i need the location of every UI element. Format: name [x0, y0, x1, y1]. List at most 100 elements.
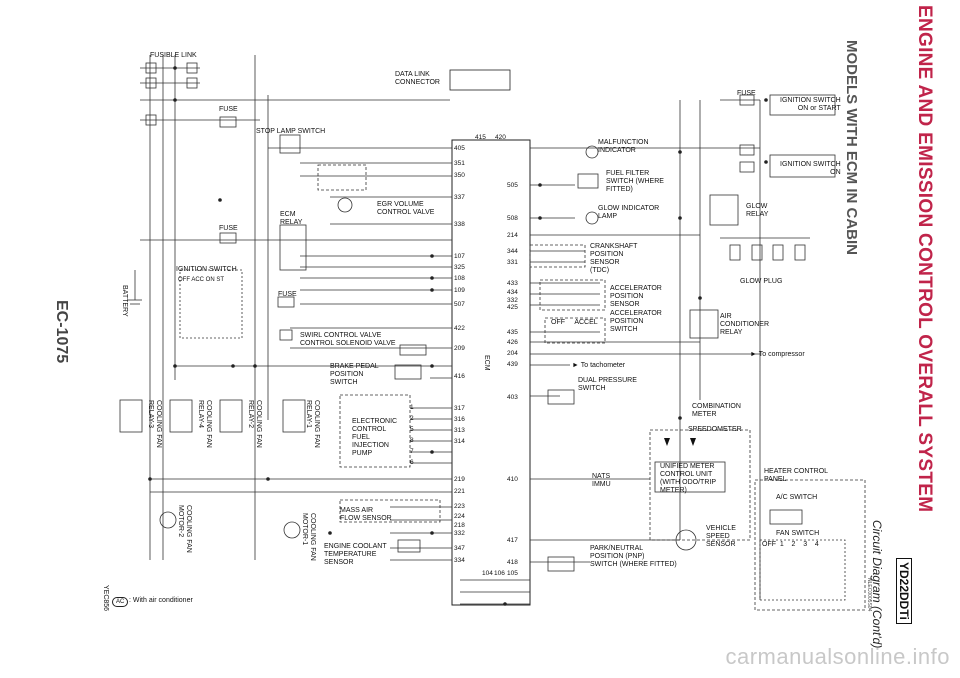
data-link-connector-shape [449, 69, 511, 91]
coolant-temp-label: ENGINE COOLANT TEMPERATURE SENSOR [324, 543, 387, 566]
stop-lamp-switch-label: STOP LAMP SWITCH [256, 128, 326, 135]
dual-pressure-switch-label: DUAL PRESSURE SWITCH [578, 377, 637, 392]
ecm-pin-r-204: 204 [507, 350, 518, 357]
ignition-positions: OFF ACC ON ST [178, 277, 225, 283]
ecm-pin-r-403: 403 [507, 394, 518, 401]
fuse-label-3: FUSE [278, 291, 297, 298]
pump-terminal-5: 5 [410, 426, 414, 433]
ac-switch-label: A/C SWITCH [776, 494, 818, 501]
data-link-connector-label: DATA LINK CONNECTOR [395, 71, 440, 86]
accel-sensor-label: ACCELERATOR POSITION SENSOR [610, 285, 662, 308]
ecm-pin-r-214: 214 [507, 232, 518, 239]
battery-label: BATTERY [121, 285, 128, 317]
ecm-pin-351: 351 [454, 160, 465, 167]
fusible-link-label: FUSIBLE LINK [150, 52, 197, 59]
legend-ac-badge: AC [112, 597, 129, 607]
unified-meter-label: UNIFIED METER CONTROL UNIT (WITH ODO/TRI… [660, 463, 716, 494]
ecm-pin-224: 224 [454, 513, 465, 520]
ecm-pin-r-435: 435 [507, 329, 518, 336]
ecm-pin-107: 107 [454, 253, 465, 260]
to-compressor-label: ► To compressor [750, 351, 805, 358]
swirl-valve-label: SWIRL CONTROL VALVE CONTROL SOLENOID VAL… [300, 332, 396, 347]
ecm-pin-219: 219 [454, 476, 465, 483]
ecm-pin-r-344: 344 [507, 248, 518, 255]
continuation-label: Circuit Diagram (Cont'd) [870, 520, 884, 649]
ecm-pin-347: 347 [454, 545, 465, 552]
ecm-pin-314: 314 [454, 438, 465, 445]
model-badge: YD22DDTi [896, 558, 912, 624]
glow-plug-label: GLOW PLUG [740, 278, 783, 285]
ecm-pin-209: 209 [454, 345, 465, 352]
accel-switch-states: OFF ACCEL [551, 319, 598, 326]
cooling-fan-relay-2-label: COOLING FAN RELAY-2 [247, 400, 262, 448]
pump-terminal-7: 7 [410, 448, 414, 455]
cooling-fan-motor-1-label: COOLING FAN MOTOR-1 [301, 513, 316, 561]
fuse-label-2: FUSE [219, 225, 238, 232]
ecm-pin-r-426: 426 [507, 339, 518, 346]
cooling-fan-relay-4-label: COOLING FAN RELAY-4 [197, 400, 212, 448]
pnp-switch-label: PARK/NEUTRAL POSITION (PNP) SWITCH (WHER… [590, 545, 677, 568]
ecm-pin-223: 223 [454, 503, 465, 510]
fuel-filter-switch-label: FUEL FILTER SWITCH (WHERE FITTED) [606, 170, 664, 193]
ecm-pin-109: 109 [454, 287, 465, 294]
ecm-pin-108: 108 [454, 275, 465, 282]
nats-immu-label: NATS IMMU [592, 473, 611, 488]
fan-switch-label: FAN SWITCH [776, 530, 820, 537]
legend-text: : With air conditioner [129, 597, 193, 604]
watermark: carmanualsonline.info [725, 644, 950, 669]
speedometer-label: SPEEDOMETER [688, 426, 742, 433]
ecm-pin-r-505: 505 [507, 182, 518, 189]
malfunction-indicator-label: MALFUNCTION INDICATOR [598, 139, 649, 154]
ecm-pin-r-331: 331 [507, 259, 518, 266]
pump-terminal-8: 8 [410, 437, 414, 444]
page-number: EC-1075 [53, 300, 70, 364]
ecm-pin-r-417: 417 [507, 537, 518, 544]
ecm-pin-r-420: 420 [495, 134, 506, 141]
ecm-pin-r-508: 508 [507, 215, 518, 222]
ecm-pin-r-418: 418 [507, 559, 518, 566]
ecm-pin-r-425: 425 [507, 304, 518, 311]
cooling-fan-motor-2-label: COOLING FAN MOTOR-2 [177, 505, 192, 553]
pump-terminal-1: 1 [410, 404, 414, 411]
ac-relay-label: AIR CONDITIONER RELAY [720, 313, 769, 336]
accel-switch-label: ACCELERATOR POSITION SWITCH [610, 310, 662, 333]
ecm-pin-334: 334 [454, 557, 465, 564]
page-title: ENGINE AND EMISSION CONTROL OVERALL SYST… [914, 5, 935, 513]
egr-valve-label: EGR VOLUME CONTROL VALVE [377, 201, 435, 216]
ecm-pin-r-410: 410 [507, 476, 518, 483]
ecm-pin-r-415: 415 [475, 134, 486, 141]
ecm-relay-label: ECM RELAY [280, 211, 303, 226]
crankshaft-sensor-label: CRANKSHAFT POSITION SENSOR (TDC) [590, 243, 638, 274]
ecm-pin-422: 422 [454, 325, 465, 332]
ecm-pin-218: 218 [454, 522, 465, 529]
ecm-pin-r-106: 106 [494, 570, 505, 577]
ecm-box [451, 139, 531, 606]
ecm-pin-313: 313 [454, 427, 465, 434]
ecm-pin-r-439: 439 [507, 361, 518, 368]
ecm-pin-221: 221 [454, 488, 465, 495]
cooling-fan-relay-1-label: COOLING FAN RELAY-1 [305, 400, 320, 448]
ignition-switch-label: IGNITION SWITCH [176, 266, 237, 273]
pump-terminal-6: 6 [410, 459, 414, 466]
heater-control-panel-label: HEATER CONTROL PANEL [764, 468, 829, 483]
fan-switch-positions: OFF 1 2 3 4 [762, 541, 819, 548]
ecm-pin-r-433: 433 [507, 280, 518, 287]
ecm-pin-r-332: 332 [507, 297, 518, 304]
brake-pedal-switch-label: BRAKE PEDAL POSITION SWITCH [330, 363, 379, 386]
glow-relay-label: GLOW RELAY [746, 203, 769, 218]
ecm-pin-332: 332 [454, 530, 465, 537]
ecm-pin-405: 405 [454, 145, 465, 152]
pump-terminal-2: 2 [410, 415, 414, 422]
ecm-pin-338: 338 [454, 221, 465, 228]
figure-code: YEC856 [102, 585, 109, 612]
ecm-pin-r-105: 105 [507, 570, 518, 577]
ign-on-label: IGNITION SWITCH ON [780, 161, 841, 176]
ecm-label: ECM [483, 355, 490, 371]
ecm-pin-316: 316 [454, 416, 465, 423]
fuel-pump-label: ELECTRONIC CONTROL FUEL INJECTION PUMP [352, 418, 398, 457]
fuse-label-right: FUSE [737, 90, 756, 97]
ecm-pin-507: 507 [454, 301, 465, 308]
reference-code: NLEC0005S04 [866, 578, 872, 612]
